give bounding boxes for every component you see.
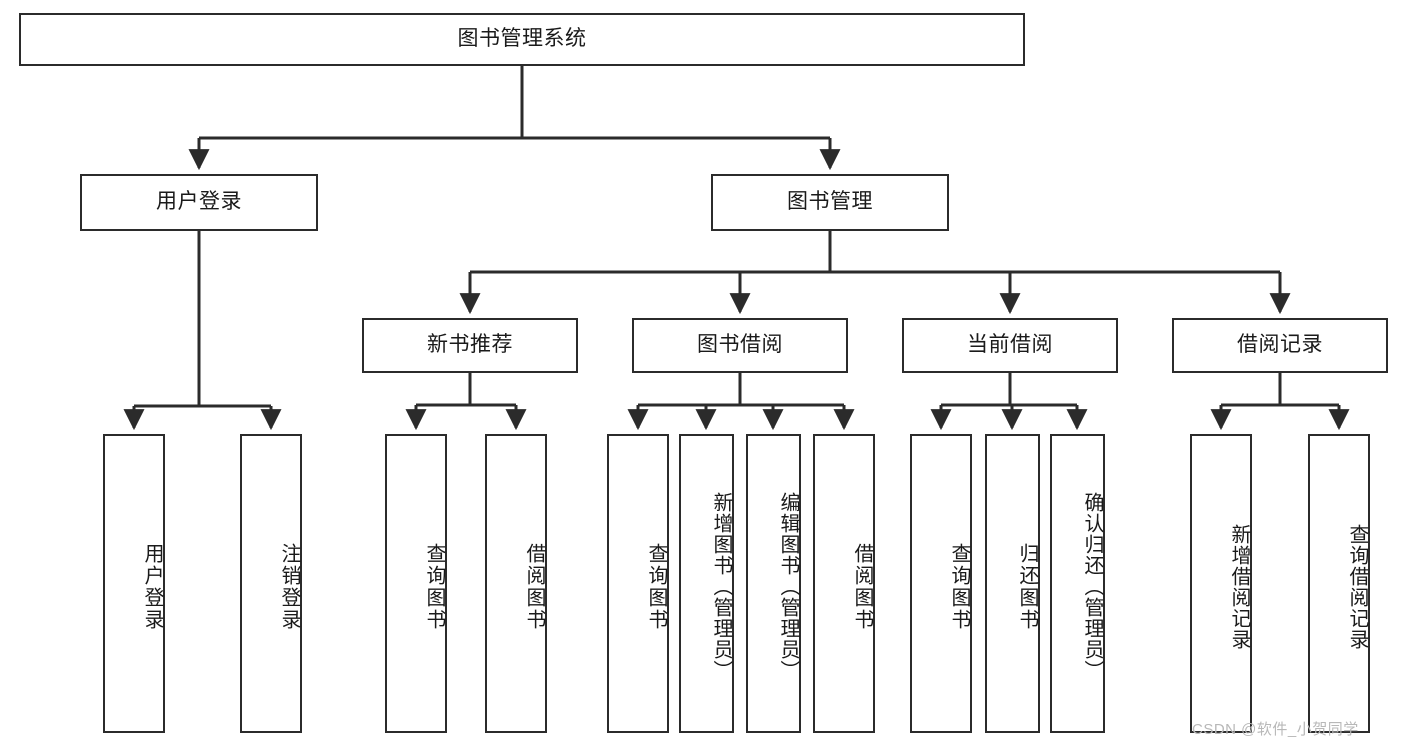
- node-leaf-return-book[interactable]: 归还图书: [985, 434, 1040, 733]
- node-leaf-borrow-book-recommend[interactable]: 借阅图书: [485, 434, 547, 733]
- node-leaf-confirm-return[interactable]: 确认归还（管理员）: [1050, 434, 1105, 733]
- node-leaf-logout-login[interactable]: 注销登录: [240, 434, 302, 733]
- node-new-book-recommend[interactable]: 新书推荐: [362, 318, 578, 373]
- node-leaf-add-borrow-record[interactable]: 新增借阅记录: [1190, 434, 1252, 733]
- node-leaf-add-book[interactable]: 新增图书（管理员）: [679, 434, 734, 733]
- node-leaf-query-book-borrow[interactable]: 查询图书: [607, 434, 669, 733]
- node-leaf-edit-book[interactable]: 编辑图书（管理员）: [746, 434, 801, 733]
- node-book-borrow[interactable]: 图书借阅: [632, 318, 848, 373]
- node-current-borrow[interactable]: 当前借阅: [902, 318, 1118, 373]
- node-borrow-record[interactable]: 借阅记录: [1172, 318, 1388, 373]
- node-leaf-query-borrow-record[interactable]: 查询借阅记录: [1308, 434, 1370, 733]
- node-leaf-borrow-book-borrow[interactable]: 借阅图书: [813, 434, 875, 733]
- node-leaf-query-book-current[interactable]: 查询图书: [910, 434, 972, 733]
- node-leaf-query-book-recommend[interactable]: 查询图书: [385, 434, 447, 733]
- node-book-manage[interactable]: 图书管理: [711, 174, 949, 231]
- node-root[interactable]: 图书管理系统: [19, 13, 1025, 66]
- node-user-login[interactable]: 用户登录: [80, 174, 318, 231]
- csdn-watermark: CSDN @软件_小贺同学: [1192, 721, 1359, 738]
- node-leaf-user-login[interactable]: 用户登录: [103, 434, 165, 733]
